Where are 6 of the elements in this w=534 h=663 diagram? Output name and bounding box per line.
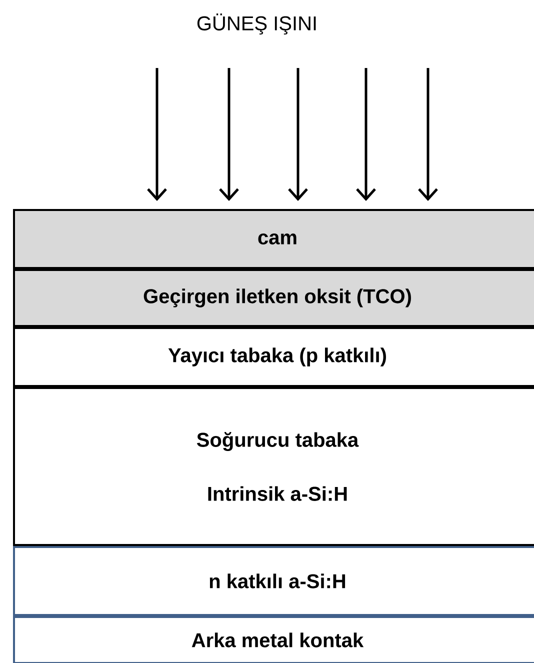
- layer-box: cam: [13, 209, 534, 269]
- layer-box: n katkılı a-Si:H: [13, 546, 534, 616]
- title: GÜNEŞ IŞINI: [197, 14, 316, 34]
- layer-box: Yayıcı tabaka (p katkılı): [13, 327, 534, 387]
- layer-box: Geçirgen iletken oksit (TCO): [13, 269, 534, 327]
- layer-box: Arka metal kontak: [13, 616, 534, 663]
